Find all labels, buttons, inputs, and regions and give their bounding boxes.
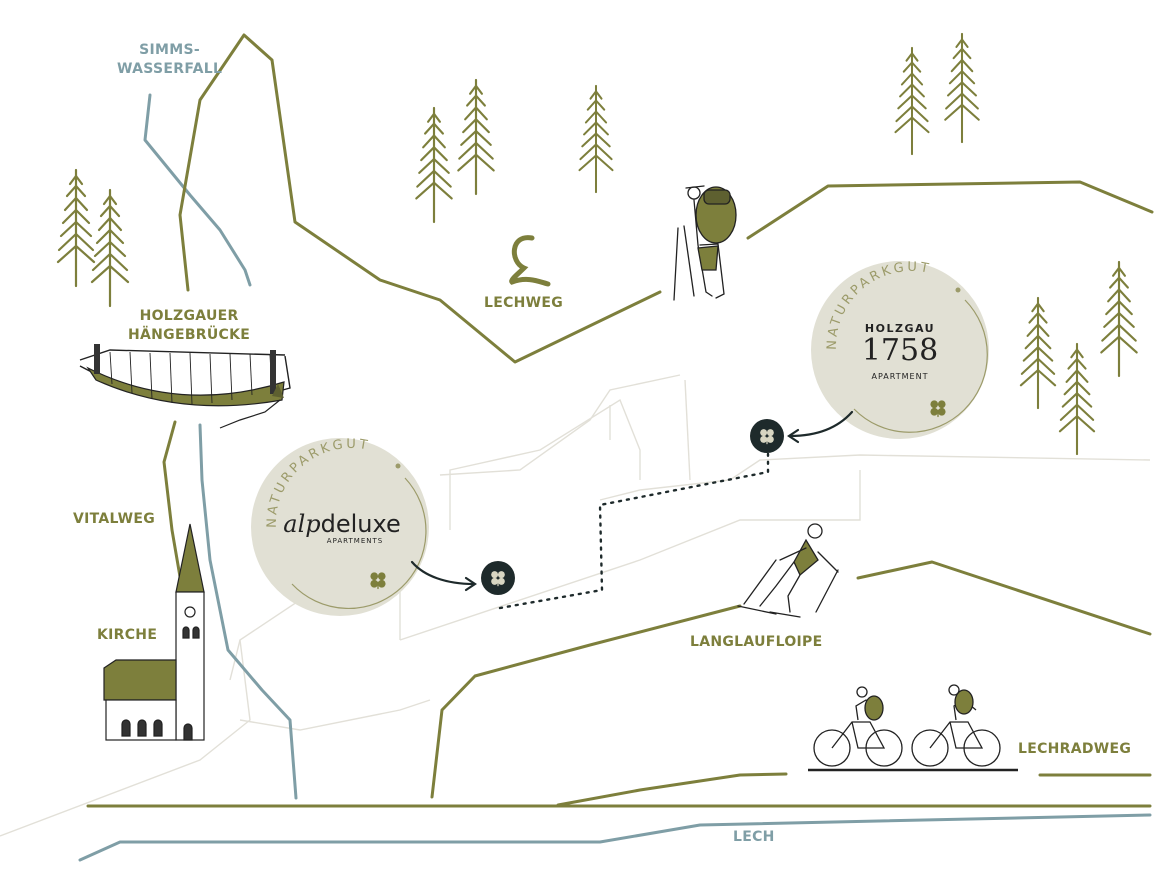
badge-alpdeluxe-sub: APARTMENTS: [326, 537, 384, 545]
fir-tree-icon: [944, 32, 980, 144]
badge-arrows: [410, 410, 854, 592]
fir-tree-icon: [457, 78, 495, 196]
badge-holzgau-shape: NATURPARKGUT: [811, 260, 989, 439]
badge-holzgau-sub: APARTMENT: [871, 372, 929, 381]
fir-tree-icon: [415, 106, 453, 224]
fir-tree-icon: [1058, 342, 1096, 456]
fir-tree-icon: [56, 168, 96, 288]
cyclists-icon: [808, 684, 1018, 772]
label-vitalweg: VITALWEG: [73, 511, 156, 527]
fir-tree-icon: [894, 46, 930, 156]
skier-icon: [737, 523, 839, 618]
connection-path: [498, 452, 770, 610]
label-holzgauer-haengebruecke: HOLZGAUER HÄNGEBRÜCKE: [128, 308, 251, 343]
label-lechweg: LECHWEG: [484, 295, 564, 311]
badge-alpdeluxe-script: alp: [283, 510, 321, 538]
label-kirche: KIRCHE: [97, 627, 158, 643]
fir-tree-icon: [1019, 296, 1057, 410]
label-langlaufloipe: LANGLAUFLOIPE: [690, 634, 823, 650]
badge-holzgau-year: 1758: [861, 333, 939, 368]
hiker-icon: [673, 185, 737, 301]
lechweg-logo-icon: [509, 235, 551, 287]
rivers: [78, 93, 1152, 862]
fir-tree-icon: [578, 84, 614, 194]
church-icon: [103, 523, 205, 741]
trails: [86, 33, 1154, 808]
badge-alpdeluxe-name: alpdeluxe: [283, 510, 401, 538]
street-network: [0, 374, 1151, 837]
label-lech: LECH: [733, 829, 775, 845]
location-marker-holzgau[interactable]: [750, 419, 784, 453]
fir-tree-icon: [1100, 260, 1138, 378]
label-lechradweg: LECHRADWEG: [1018, 741, 1132, 757]
location-marker-alpdeluxe[interactable]: [481, 561, 515, 595]
fir-tree-icon: [90, 188, 130, 308]
badge-holzgau-name: HOLZGAU: [864, 322, 936, 335]
label-simms-wasserfall: SIMMS- WASSERFALL: [117, 42, 223, 77]
bridge-icon: [79, 344, 291, 429]
